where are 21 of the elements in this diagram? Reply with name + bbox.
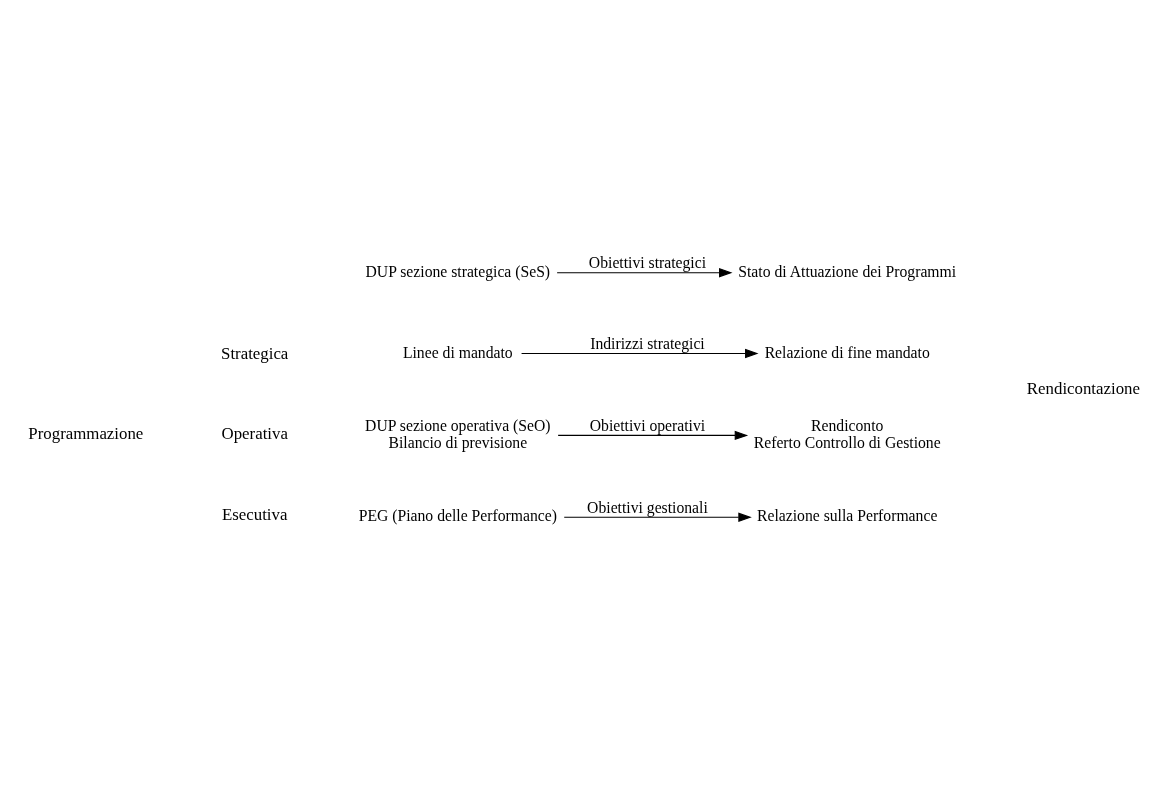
- edge-label: Obiettivi gestionali: [587, 498, 708, 516]
- node-text: Linee di mandato: [402, 343, 513, 361]
- edge-label: Indirizzi strategici: [590, 334, 705, 352]
- label: Esecutiva: [222, 504, 288, 524]
- node-text: DUP sezione operativa (SeO) Bilancio di previsione: [365, 416, 551, 451]
- arrow: [563, 512, 752, 522]
- arrow: [557, 430, 749, 440]
- edge-label: Obiettivi strategici: [588, 253, 707, 271]
- node-text: Rendiconto Referto Controllo di Gestione: [753, 416, 941, 451]
- node-text: DUP sezione strategica (SeS): [365, 262, 551, 280]
- node-text: Relazione di fine mandato: [764, 343, 930, 361]
- arrow: [521, 348, 759, 358]
- label: Strategica: [221, 343, 289, 363]
- node-text: Relazione sulla Performance: [757, 506, 938, 524]
- label: Rendicontazione: [1026, 378, 1140, 398]
- label: Operativa: [221, 423, 288, 443]
- edge-label: Obiettivi operativi: [589, 416, 706, 434]
- label: Programmazione: [28, 423, 144, 443]
- node-text: Stato di Attuazione dei Programmi: [738, 262, 957, 280]
- arrow: [556, 267, 733, 277]
- node-text: PEG (Piano delle Performance): [358, 506, 557, 524]
